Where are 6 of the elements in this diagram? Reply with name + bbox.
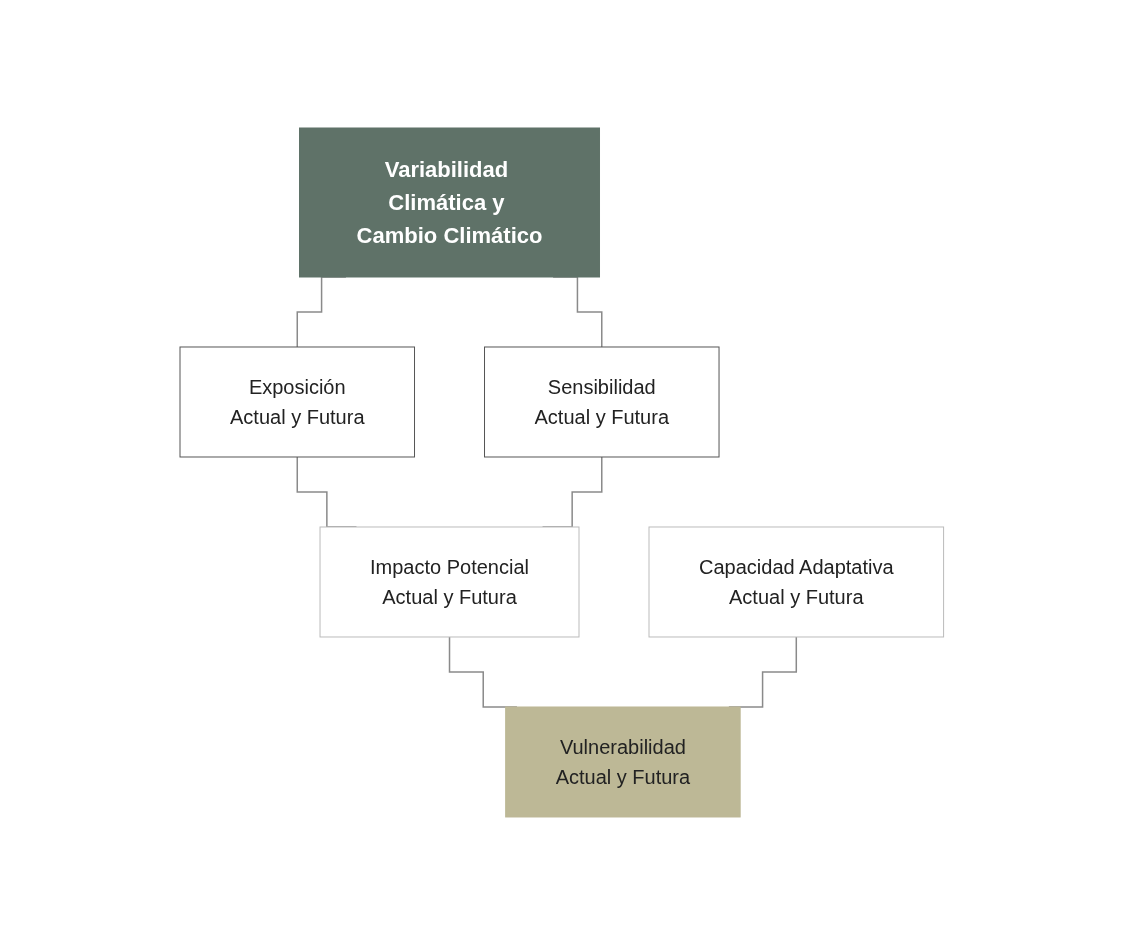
node-box: Vulnerabilidad Actual y Futura: [504, 706, 741, 818]
node-box: Exposición Actual y Futura: [179, 346, 415, 458]
node-box: Impacto Potencial Actual y Futura: [319, 526, 580, 638]
node-box: Sensibilidad Actual y Futura: [483, 346, 720, 458]
node-box: Capacidad Adaptativa Actual y Futura: [648, 526, 944, 638]
node-box: Variabilidad Climática y Cambio Climático: [298, 127, 600, 278]
